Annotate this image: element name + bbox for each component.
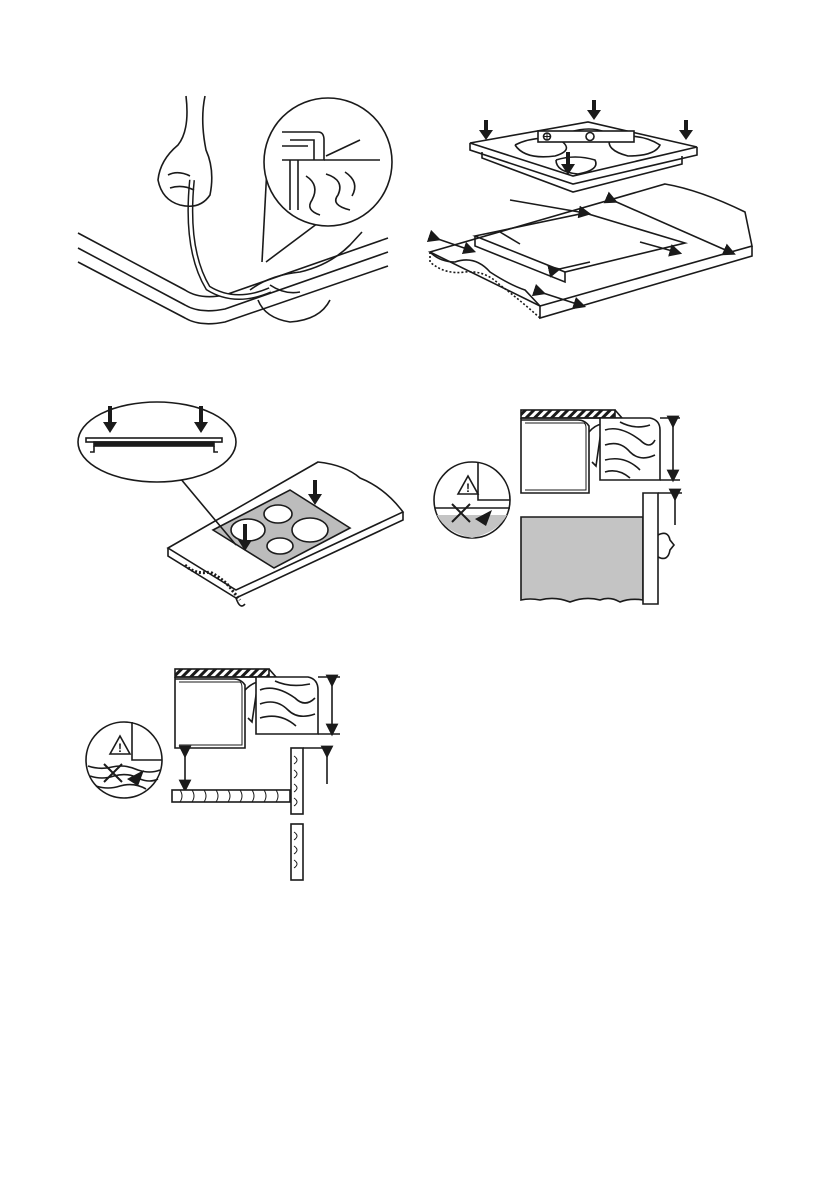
- down-arrow-icon: [587, 100, 601, 120]
- countertop-section: [600, 418, 660, 480]
- fig-seal-application: [78, 96, 392, 324]
- down-arrow-icon: [479, 120, 493, 140]
- warning-glyph: !: [118, 741, 122, 755]
- magnifier-icon: [78, 402, 236, 482]
- fig-hob-placement: [430, 100, 752, 318]
- hob-glass: [175, 669, 269, 677]
- warning-callout: !: [86, 722, 162, 798]
- hob: [470, 122, 697, 176]
- fig-cabinet-clearance-shelf: !: [86, 669, 340, 880]
- hob-zone: [231, 519, 265, 541]
- hob-glass: [521, 410, 615, 418]
- magnifier-icon: [264, 98, 392, 226]
- hand-icon: [250, 232, 362, 322]
- fig-hob-press: [78, 402, 403, 606]
- countertop: [430, 184, 752, 306]
- warning-callout: !: [434, 462, 510, 538]
- hand-icon: [158, 96, 212, 206]
- seal-strip: [190, 180, 270, 297]
- hob-zone: [267, 538, 293, 554]
- cabinet-panel: [291, 748, 303, 880]
- down-arrow-icon: [679, 120, 693, 140]
- hob-zone: [264, 505, 292, 523]
- countertop-section: [256, 677, 318, 734]
- fig-cabinet-clearance-oven: !: [434, 410, 682, 604]
- hob-zone: [292, 518, 328, 542]
- hob-body: [521, 418, 589, 493]
- spirit-level-icon: [538, 131, 634, 142]
- oven-front: [521, 517, 643, 602]
- magnifier-leader: [266, 220, 322, 262]
- warning-glyph: !: [466, 481, 470, 495]
- shelf: [172, 790, 290, 802]
- hob-body: [175, 677, 245, 748]
- cabinet-panel: [643, 493, 658, 604]
